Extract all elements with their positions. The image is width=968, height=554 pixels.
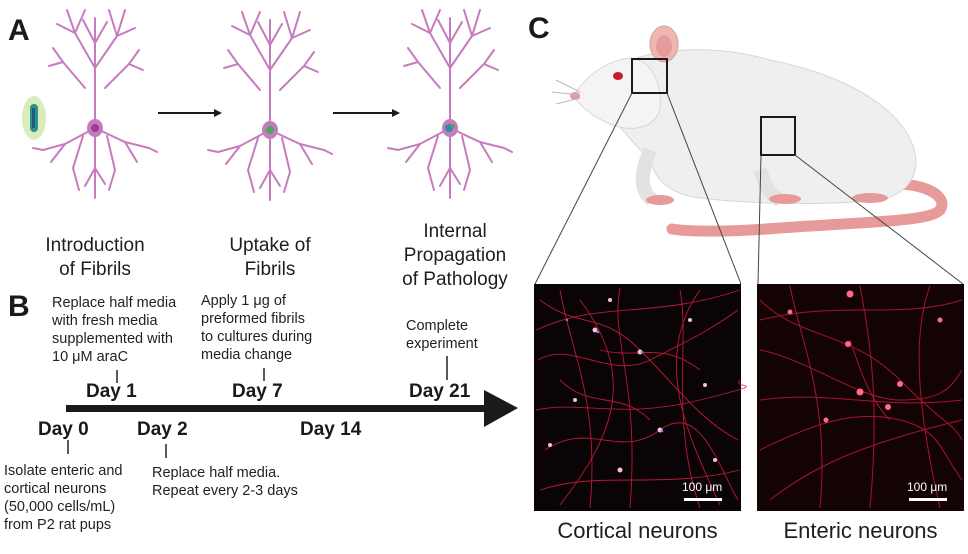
zoom-box-gut <box>760 116 796 156</box>
day7-note: Apply 1 μg of preformed fibrils to cultu… <box>201 292 312 364</box>
scale-bar-right <box>909 498 947 501</box>
day7-note-line: to cultures during <box>201 329 313 345</box>
rat-illustration <box>534 25 964 285</box>
day7-note-line: preformed fibrils <box>201 311 305 327</box>
panel-letter-c: C <box>528 12 550 45</box>
step-3-line-3: of Pathology <box>402 269 508 290</box>
panel-letter-a: A <box>8 14 30 47</box>
day-2-label: Day 2 <box>137 419 188 440</box>
day21-note-line: experiment <box>406 336 478 352</box>
day2-note-line: Repeat every 2-3 days <box>152 483 298 499</box>
day0-note-line: Isolate enteric and <box>4 463 123 479</box>
timeline <box>66 356 518 458</box>
micrograph-cortical <box>534 284 747 511</box>
day21-note: Complete experiment <box>406 317 478 353</box>
step-2-line-2: Fibrils <box>244 259 296 280</box>
day-0-label: Day 0 <box>38 419 89 440</box>
day0-note: Isolate enteric and cortical neurons (50… <box>4 462 123 534</box>
day7-note-line: media change <box>201 347 293 363</box>
day-7-label: Day 7 <box>232 381 283 402</box>
cortical-neurons-title: Cortical neurons <box>557 518 718 543</box>
day0-note-line: cortical neurons <box>4 481 107 497</box>
day1-note-line: with fresh media <box>52 313 158 329</box>
enteric-neurons-title: Enteric neurons <box>783 518 938 543</box>
day21-note-line: Complete <box>406 318 469 334</box>
micrograph-enteric <box>757 284 964 511</box>
step-1-caption: Introduction of Fibrils <box>20 234 170 282</box>
zoom-box-brain <box>631 58 668 94</box>
step-3-line-1: Internal <box>423 221 487 242</box>
panel-letter-b: B <box>8 290 30 323</box>
day-14-label: Day 14 <box>300 419 362 440</box>
timeline-bar <box>66 405 486 412</box>
neuron-3 <box>387 9 513 199</box>
timeline-arrowhead <box>484 390 518 427</box>
day0-note-line: (50,000 cells/mL) <box>4 499 116 515</box>
step-3-line-2: Propagation <box>403 245 507 266</box>
step-2-caption: Uptake of Fibrils <box>200 234 340 282</box>
day1-note-line: Replace half media <box>52 295 177 311</box>
neuron-2 <box>207 11 333 201</box>
day2-note: Replace half media. Repeat every 2-3 day… <box>152 464 298 500</box>
day-1-label: Day 1 <box>86 381 137 402</box>
day1-note: Replace half media with fresh media supp… <box>52 294 176 366</box>
step-arrows <box>158 109 400 117</box>
day1-note-line: 10 μM araC <box>52 349 129 365</box>
day0-note-line: from P2 rat pups <box>4 517 112 533</box>
scale-bar-left <box>684 498 722 501</box>
scale-label-left: 100 μm <box>682 480 723 494</box>
day1-note-line: supplemented with <box>52 331 173 347</box>
step-3-caption: Internal Propagation of Pathology <box>390 220 520 292</box>
day7-note-line: Apply 1 μg of <box>201 293 286 309</box>
day2-note-line: Replace half media. <box>152 465 281 481</box>
step-2-line-1: Uptake of <box>229 235 311 256</box>
neuron-1 <box>32 9 158 199</box>
scale-label-right: 100 μm <box>907 480 948 494</box>
day-21-label: Day 21 <box>409 381 471 402</box>
step-1-line-2: of Fibrils <box>59 259 131 280</box>
step-1-line-1: Introduction <box>45 235 145 256</box>
